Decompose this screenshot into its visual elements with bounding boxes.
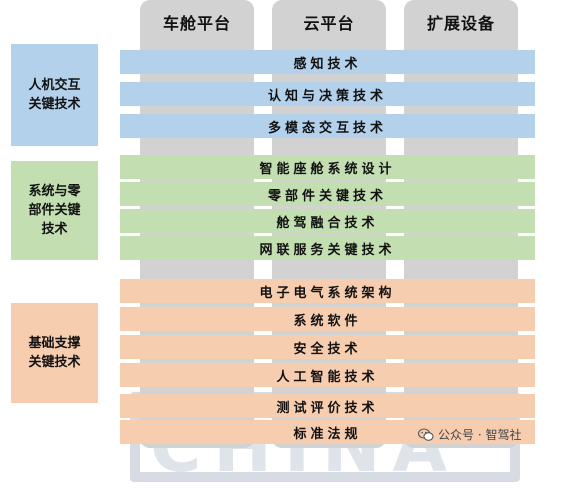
tech-row-standards-regulations: 标准法规 <box>120 420 535 444</box>
tech-row-connected-services: 网联服务关键技术 <box>120 236 535 260</box>
source-credit-text: 公众号 · 智驾社 <box>438 428 522 442</box>
column-header-cabin-platform: 车舱平台 <box>162 14 231 33</box>
tech-row-cockpit-driving-fusion: 舱驾融合技术 <box>120 209 535 233</box>
tech-row-perception: 感知技术 <box>120 50 535 74</box>
category-label: 基础支撑 关键技术 <box>28 336 81 370</box>
category-hmi-tech: 人机交互 关键技术 <box>11 44 98 146</box>
tech-row-ai: 人工智能技术 <box>120 363 535 387</box>
category-system-components-tech: 系统与零 部件关键 技术 <box>11 161 98 260</box>
tech-row-system-software: 系统软件 <box>120 307 535 331</box>
tech-row-cognition-decision: 认知与决策技术 <box>120 82 535 106</box>
column-header-extension-devices: 扩展设备 <box>426 14 495 33</box>
column-header-cloud-platform: 云平台 <box>303 14 355 33</box>
wechat-icon <box>418 427 434 441</box>
tech-row-ee-architecture: 电子电气系统架构 <box>120 279 535 303</box>
tech-row-multimodal-interaction: 多模态交互技术 <box>120 114 535 138</box>
category-foundation-tech: 基础支撑 关键技术 <box>11 303 98 403</box>
category-label: 系统与零 部件关键 技术 <box>28 184 81 237</box>
category-label: 人机交互 关键技术 <box>28 78 81 112</box>
tech-row-cockpit-system-design: 智能座舱系统设计 <box>120 155 535 179</box>
tech-row-security: 安全技术 <box>120 335 535 359</box>
source-credit: 公众号 · 智驾社 <box>418 426 521 443</box>
tech-row-components: 零部件关键技术 <box>120 182 535 206</box>
tech-row-testing-evaluation: 测试评价技术 <box>120 394 535 418</box>
